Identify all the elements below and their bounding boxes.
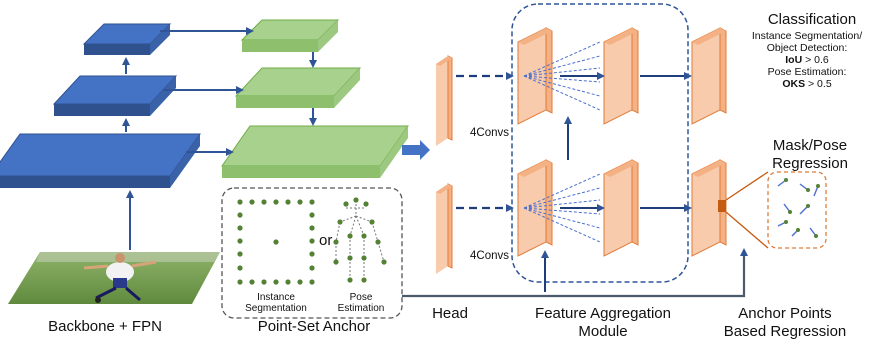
fam-output-bottom [603, 159, 639, 257]
backbone-layer-2 [52, 75, 178, 116]
feature-maps [436, 55, 453, 274]
caption-fam-line1: Feature Aggregation [535, 305, 671, 322]
conv-label-top: 4Convs [470, 127, 509, 139]
classification-title: Classification [767, 11, 857, 28]
fam-container [511, 3, 689, 283]
pose-anchor-points [333, 197, 387, 283]
flow-arrows [402, 72, 748, 298]
fpn-layer-3 [221, 125, 409, 178]
cls-feature-map [691, 27, 727, 125]
classification-metric2: OKS > 0.5 [746, 78, 868, 90]
fam-input-top [517, 27, 553, 125]
pose-label-line2: Estimation [337, 303, 385, 314]
regression-points [784, 178, 820, 238]
regression-output [718, 171, 827, 249]
reg-feature-map [691, 159, 727, 257]
backbone-layers [0, 23, 201, 188]
mask-pose-label-line2: Regression [772, 155, 848, 172]
fpn-layers [221, 19, 409, 178]
caption-regression-line2: Based Regression [723, 323, 847, 340]
caption-fam-line2: Module [578, 323, 628, 340]
metric1-value: > 0.6 [802, 54, 829, 66]
caption-backbone: Backbone + FPN [48, 318, 162, 335]
fam-output-top [603, 27, 639, 125]
classification-line2: Object Detection: [766, 42, 848, 54]
fpn-layer-1 [240, 19, 340, 52]
regression-vectors [777, 179, 819, 237]
classification-line1: Instance Segmentation/ [751, 30, 863, 42]
fpn-layer-2 [234, 67, 362, 108]
input-image [8, 252, 220, 304]
mask-pose-label-line1: Mask/Pose [772, 137, 848, 154]
pose-anchor-skeleton [335, 200, 385, 280]
instance-label-line2: Segmentation [245, 303, 307, 314]
fam-sampling-lines [523, 41, 601, 243]
metric2-value: > 0.5 [805, 78, 832, 90]
classification-metric1: IoU > 0.6 [746, 54, 868, 66]
to-head-arrow [402, 140, 430, 160]
backbone-layer-1 [0, 133, 201, 188]
backbone-layer-3 [82, 23, 172, 55]
metric1-name: IoU [785, 54, 803, 66]
head-to-fam-arrows [456, 72, 514, 212]
pose-label-line1: Pose [349, 292, 373, 303]
point-set-anchor-box [221, 187, 403, 319]
caption-regression-line1: Anchor Points [738, 305, 832, 322]
metric2-name: OKS [782, 78, 806, 90]
instance-anchor-points [237, 199, 315, 285]
instance-label-line1: Instance [257, 292, 295, 303]
backbone-arrows [122, 27, 317, 250]
conv-label-bottom: 4Convs [470, 250, 509, 262]
classification-line3: Pose Estimation: [767, 66, 847, 78]
head-feature-top [436, 55, 453, 146]
or-label: or [319, 232, 333, 249]
fam-feature-maps [517, 27, 727, 257]
head-feature-bottom [436, 183, 453, 274]
caption-head: Head [432, 305, 468, 322]
fam-input-bottom [517, 159, 553, 257]
caption-anchor: Point-Set Anchor [257, 318, 371, 335]
